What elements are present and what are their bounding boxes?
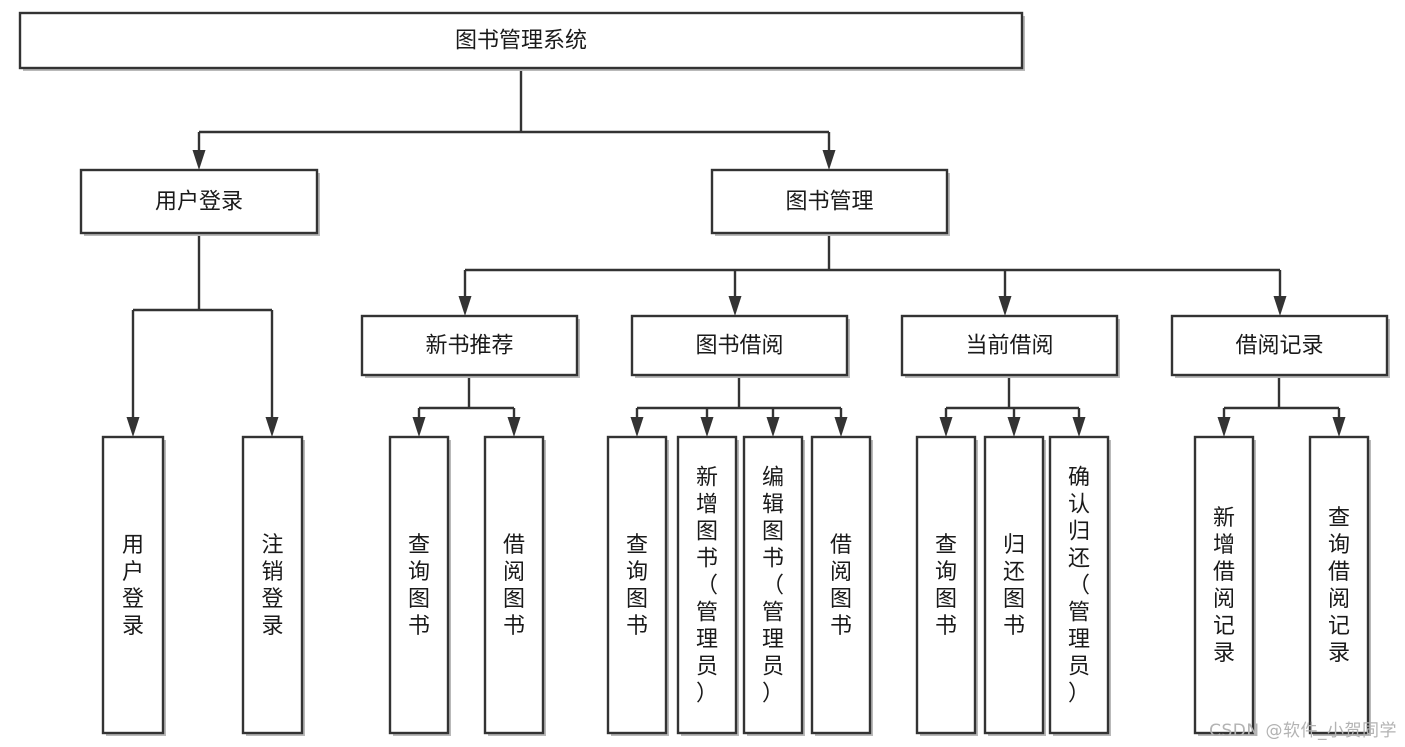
csdn-watermark: CSDN @软件_小贺同学 (1209, 721, 1397, 741)
node-label: 图书管理 (785, 190, 873, 215)
arrow-head-icon (1007, 417, 1021, 437)
node-label: 用户登录 (155, 190, 243, 215)
node-leaf-confirm-return[interactable]: 确认归还（管理员） (1048, 435, 1111, 736)
arrow-head-icon (700, 417, 714, 437)
node-current-borrow[interactable]: 当前借阅 (900, 314, 1120, 378)
node-rect[interactable] (1193, 435, 1255, 735)
node-label: 查询图书 (626, 533, 648, 639)
node-leaf-query-record[interactable]: 查询借阅记录 (1308, 435, 1371, 736)
node-rect[interactable] (710, 168, 949, 235)
node-rect[interactable] (1048, 435, 1110, 735)
node-label: 当前借阅 (965, 334, 1053, 359)
arrow-head-icon (630, 417, 644, 437)
node-borrow-record[interactable]: 借阅记录 (1170, 314, 1390, 378)
arrow-head-icon (265, 417, 279, 437)
node-leaf-query-book-1[interactable]: 查询图书 (388, 435, 451, 736)
node-leaf-query-book-2[interactable]: 查询图书 (606, 435, 669, 736)
node-user-login[interactable]: 用户登录 (79, 168, 320, 236)
node-label: 新书推荐 (425, 334, 513, 359)
node-rect[interactable] (241, 435, 304, 735)
arrow-head-icon (126, 417, 140, 437)
node-rect[interactable] (900, 314, 1119, 377)
node-label: 编辑图书（管理员） (762, 466, 784, 707)
node-leaf-user-login[interactable]: 用户登录 (101, 435, 166, 736)
arrow-head-icon (834, 417, 848, 437)
node-label: 注销登录 (261, 533, 283, 639)
node-leaf-return-book[interactable]: 归还图书 (983, 435, 1046, 736)
node-leaf-edit-book[interactable]: 编辑图书（管理员） (742, 435, 805, 736)
node-rect[interactable] (1170, 314, 1389, 377)
arrow-head-icon (998, 296, 1012, 316)
node-layer: 图书管理系统用户登录图书管理新书推荐图书借阅当前借阅借阅记录用户登录注销登录查询… (18, 11, 1390, 736)
node-rect[interactable] (810, 435, 872, 735)
node-label: 借阅记录 (1235, 334, 1323, 359)
node-leaf-add-record[interactable]: 新增借阅记录 (1193, 435, 1256, 736)
node-book-manage[interactable]: 图书管理 (710, 168, 950, 236)
arrow-head-icon (458, 296, 472, 316)
node-root[interactable]: 图书管理系统 (18, 11, 1025, 71)
node-leaf-borrow-book-1[interactable]: 借阅图书 (483, 435, 546, 736)
arrow-head-icon (1217, 417, 1231, 437)
arrow-head-icon (507, 417, 521, 437)
connector-layer (126, 68, 1346, 437)
node-leaf-add-book[interactable]: 新增图书（管理员） (676, 435, 739, 736)
node-rect[interactable] (483, 435, 545, 735)
node-label: 新增借阅记录 (1213, 506, 1235, 666)
arrow-head-icon (1072, 417, 1086, 437)
arrow-head-icon (1273, 296, 1287, 316)
node-leaf-borrow-book-2[interactable]: 借阅图书 (810, 435, 873, 736)
node-label: 查询图书 (408, 533, 430, 639)
node-new-book-recommend[interactable]: 新书推荐 (360, 314, 580, 378)
node-rect[interactable] (360, 314, 579, 377)
node-rect[interactable] (79, 168, 319, 235)
node-rect[interactable] (676, 435, 738, 735)
arrow-head-icon (728, 296, 742, 316)
node-leaf-logout[interactable]: 注销登录 (241, 435, 305, 736)
arrow-head-icon (1332, 417, 1346, 437)
node-rect[interactable] (742, 435, 804, 735)
node-rect[interactable] (630, 314, 849, 377)
arrow-head-icon (766, 417, 780, 437)
node-label: 确认归还（管理员） (1068, 466, 1090, 707)
node-rect[interactable] (18, 11, 1024, 70)
node-rect[interactable] (983, 435, 1045, 735)
node-leaf-query-book-3[interactable]: 查询图书 (915, 435, 978, 736)
node-rect[interactable] (606, 435, 668, 735)
arrow-head-icon (939, 417, 953, 437)
node-rect[interactable] (1308, 435, 1370, 735)
node-label: 用户登录 (122, 533, 144, 639)
node-label: 归还图书 (1003, 533, 1025, 639)
node-label: 查询图书 (935, 533, 957, 639)
node-label: 图书管理系统 (455, 29, 587, 54)
node-rect[interactable] (915, 435, 977, 735)
node-label: 查询借阅记录 (1328, 506, 1350, 666)
arrow-head-icon (822, 150, 836, 170)
node-book-borrow[interactable]: 图书借阅 (630, 314, 850, 378)
arrow-head-icon (412, 417, 426, 437)
node-label: 借阅图书 (830, 533, 852, 639)
node-label: 图书借阅 (695, 334, 783, 359)
node-label: 借阅图书 (503, 533, 525, 639)
node-rect[interactable] (101, 435, 165, 735)
node-label: 新增图书（管理员） (696, 466, 718, 707)
node-rect[interactable] (388, 435, 450, 735)
arrow-head-icon (192, 150, 206, 170)
